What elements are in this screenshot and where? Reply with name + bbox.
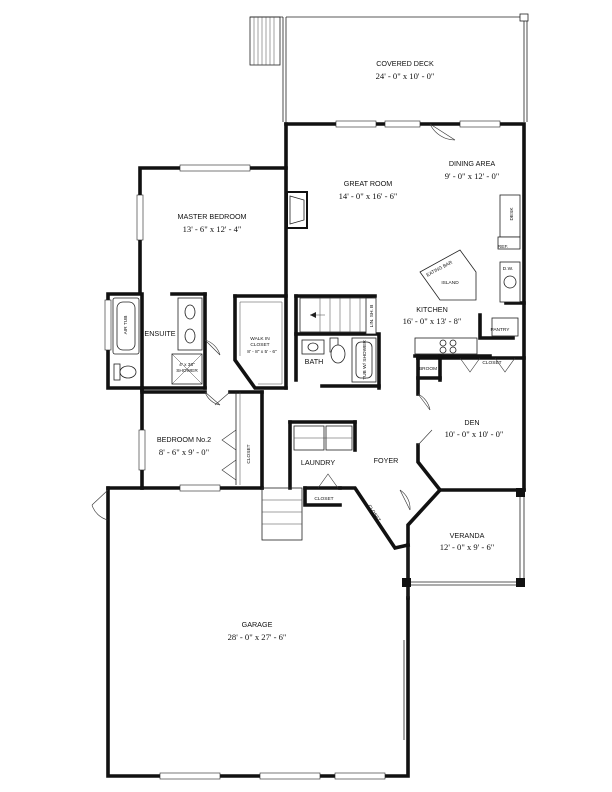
ensuite-label: ENSUITE [144,329,175,338]
door-swings [204,123,516,511]
air-tub [112,297,140,355]
great-room-dims: 14' - 0" x 16' - 6" [339,191,398,201]
air-tub-label: AIR TUB [123,316,129,335]
bedroom2-closet-label: CLOSET [246,444,252,463]
master-bedroom-label: MASTER BEDROOM [177,212,246,221]
broom-label: BROOM [419,366,437,372]
foyer-label: FOYER [374,456,399,465]
kitchen-island [419,249,477,301]
linen-label: LIN. SH. B [369,305,375,328]
garage-side-door [91,489,109,521]
interior-walls [140,292,526,551]
walk-in-closet-label-1: WALK IN [250,336,270,342]
den-dims: 10' - 0" x 10' - 0" [445,429,504,439]
tub-shower-label: TUB W/ SHOWER [362,340,368,380]
bath-label: BATH [305,357,324,366]
foyer-closet-label: CLOSET [366,504,382,523]
bedroom2-label: BEDROOM No.2 [157,435,211,444]
great-room-label: GREAT ROOM [344,179,392,188]
garage-dims: 28' - 0" x 27' - 6" [228,632,287,642]
ref-label: REF. [498,244,508,250]
covered-deck-area [249,13,529,122]
range-label: RG [429,354,436,360]
kitchen-closet-label: CLOSET [482,360,501,366]
veranda-dims: 12' - 0" x 9' - 6" [440,542,495,552]
island-label: ISLAND [441,280,459,286]
fireplace [286,191,308,229]
bedroom2-dims: 8' - 6" x 9' - 0" [159,447,209,457]
dining-area-dims: 9' - 0" x 12' - 0" [445,171,500,181]
desk-label: DESK [509,207,515,221]
veranda-label: VERANDA [450,531,485,540]
dining-area-label: DINING AREA [449,159,496,168]
shower-size-label: 4' x 36" [179,362,195,368]
master-bedroom-dims: 13' - 6" x 12' - 4" [183,224,242,234]
covered-deck-label: COVERED DECK [376,59,434,68]
garage-label: GARAGE [242,620,273,629]
walk-in-closet-dims: 8' - 8" x 5' - 6" [247,349,277,355]
covered-deck-dims: 24' - 0" x 10' - 0" [376,71,435,81]
pantry-label: PANTRY [490,327,510,333]
kitchen-dims: 16' - 0" x 13' - 8" [403,316,462,326]
shower-label: SHOWER [176,368,198,374]
den-label: DEN [464,418,479,427]
interior-stairs [299,297,373,333]
deck-stairs [249,16,281,66]
kitchen-label: KITCHEN [416,305,448,314]
bedroom2-closet [221,392,241,485]
veranda-area [402,488,525,587]
laundry-closet-label: CLOSET [314,496,333,502]
dishwasher-label: D.W. [503,266,513,272]
walk-in-closet-label-2: CLOSET [250,342,269,348]
garage-stairs [261,487,303,541]
shower [171,353,203,385]
laundry-label: LAUNDRY [301,458,335,467]
